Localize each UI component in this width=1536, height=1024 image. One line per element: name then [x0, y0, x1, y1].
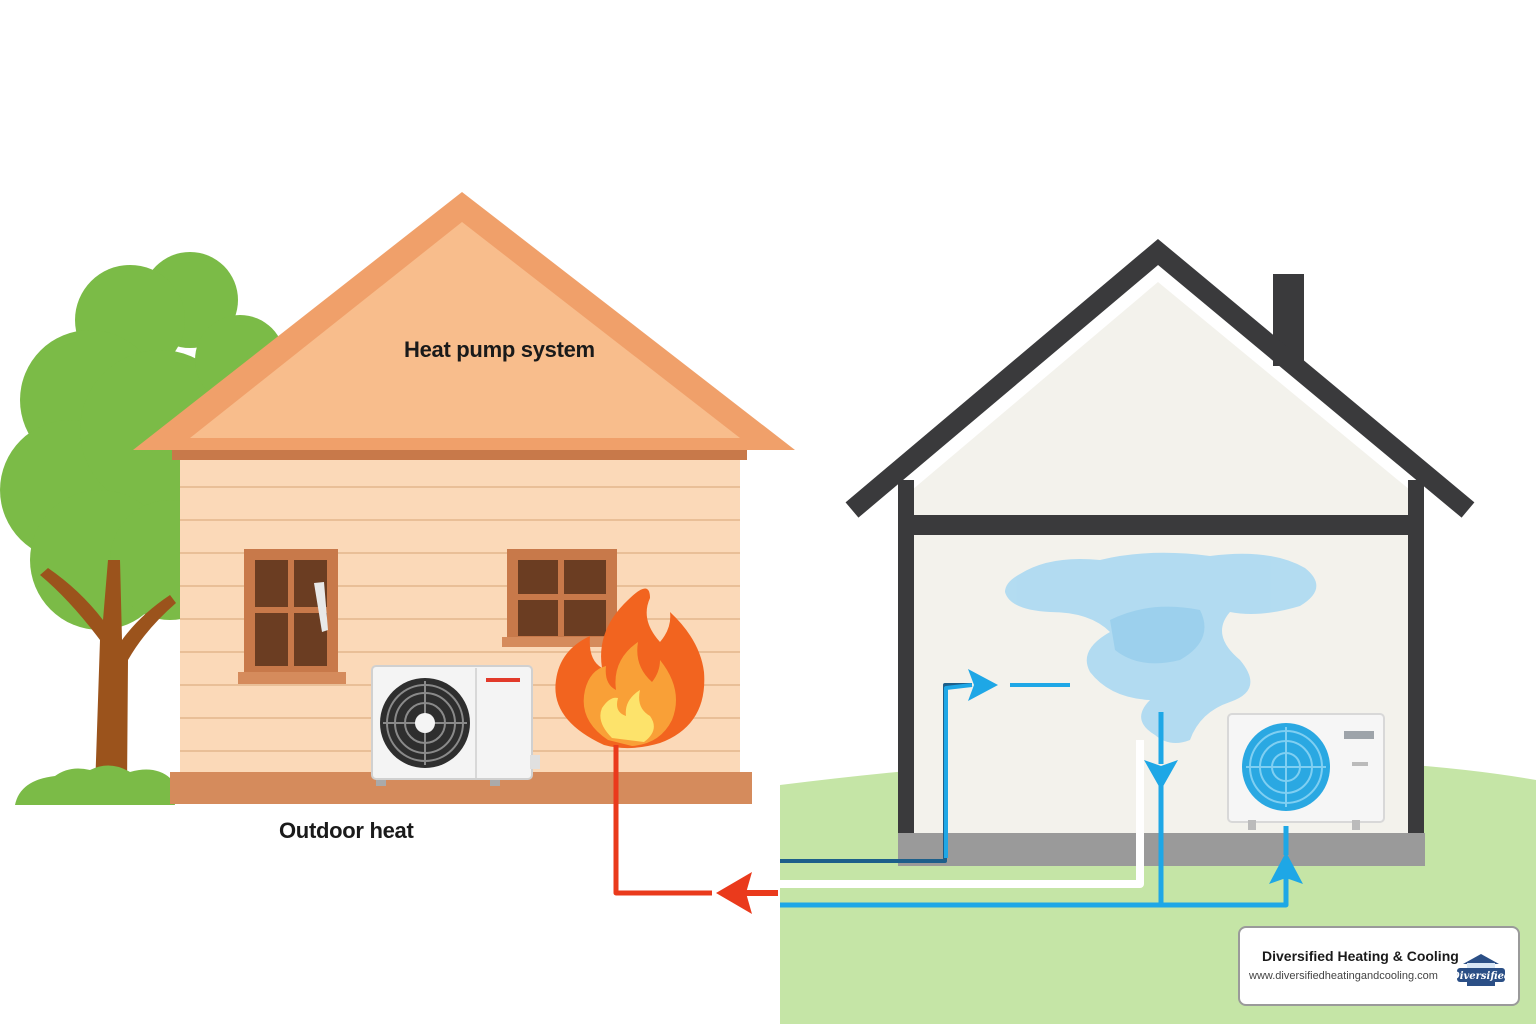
- arrow-down-icon: [1144, 760, 1178, 790]
- arrow-left-icon: [716, 872, 752, 914]
- brand-url[interactable]: www.diversifiedheatingandcooling.com: [1249, 970, 1438, 982]
- fan-icon: [371, 665, 540, 786]
- piping: [613, 683, 1289, 908]
- window-left: [238, 549, 346, 684]
- brand-name: Diversified Heating & Cooling: [1262, 948, 1459, 964]
- indoor-unit: [1227, 713, 1385, 830]
- brand-logo-text: Diversified: [1453, 971, 1509, 982]
- air-cloud-icon: [1005, 552, 1317, 744]
- arrow-up-icon: [1269, 852, 1303, 884]
- arrow-right-icon: [968, 669, 998, 701]
- outdoor-heat-label: Outdoor heat: [279, 818, 414, 843]
- hot-line: [613, 745, 712, 896]
- flame-icon: [555, 588, 705, 749]
- brand-logo: Diversified: [1453, 954, 1509, 986]
- left-house: [0, 192, 795, 805]
- roof-label: Heat pump system: [404, 337, 595, 362]
- brand-card[interactable]: Diversified Heating & Cooling www.divers…: [1238, 926, 1520, 1006]
- window-right: [502, 549, 622, 647]
